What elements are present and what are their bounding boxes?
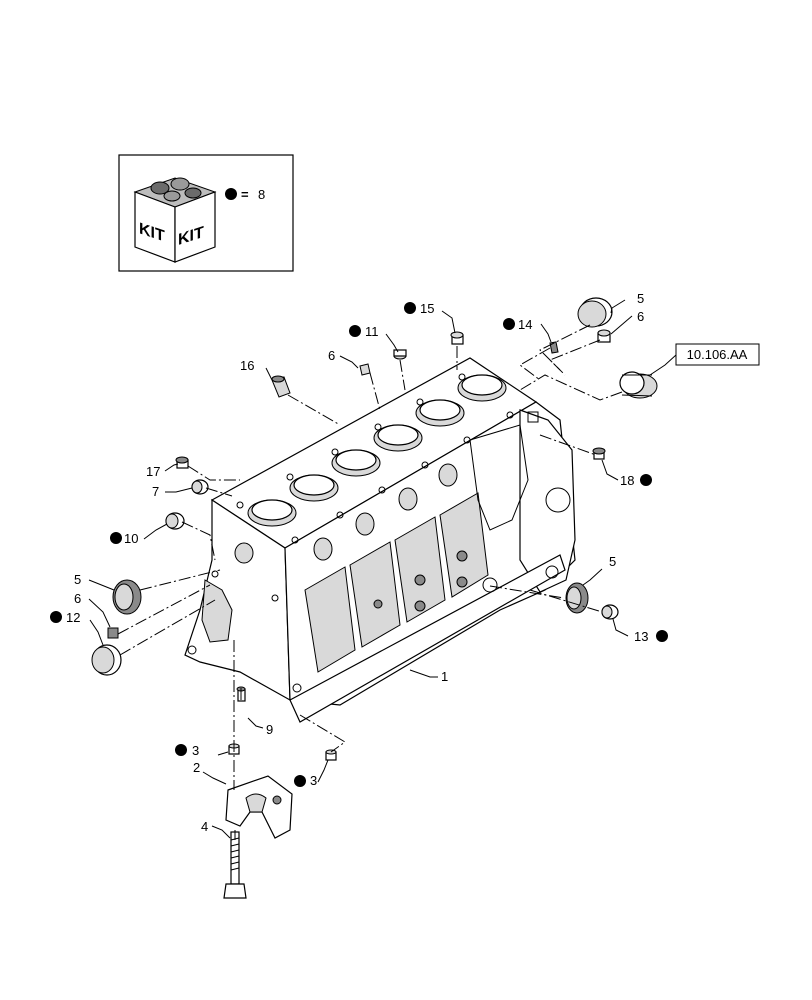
- crankcase-webs: [304, 492, 489, 673]
- block-pan-rail: [289, 554, 566, 723]
- rear-housing-details: [469, 411, 571, 593]
- kit-bullet-11: [349, 325, 361, 337]
- callout-10: 10: [124, 531, 138, 546]
- part-6-plug-top: [597, 329, 611, 343]
- callout-11: 11: [365, 324, 379, 339]
- part-11-sleeve: [393, 349, 407, 360]
- callout-4: 4: [201, 819, 208, 834]
- kit-bullet-icon: [225, 188, 237, 200]
- kit-bullet-14: [503, 318, 515, 330]
- callout-12: 12: [66, 610, 80, 625]
- kit-bullets: [50, 302, 668, 787]
- kit-bullet-12: [50, 611, 62, 623]
- callout-13: 13: [634, 629, 648, 644]
- part-17-plug: [175, 456, 189, 469]
- part-2-bearing-cap: [225, 775, 293, 839]
- bearing-sleeve: [619, 371, 658, 399]
- kit-bullet-3b: [294, 775, 306, 787]
- part-5-seal-right: [565, 582, 589, 614]
- part-7-ring: [191, 479, 209, 495]
- part-6-plug-left: [107, 627, 119, 639]
- callout-6-top: 6: [637, 309, 644, 324]
- part-14-pin: [549, 341, 559, 354]
- reference-leader: [649, 354, 677, 376]
- kit-bullet-15: [404, 302, 416, 314]
- callout-6-upper: 6: [328, 348, 335, 363]
- callout-16: 16: [240, 358, 254, 373]
- callout-14: 14: [518, 317, 532, 332]
- kit-bullet-13: [656, 630, 668, 642]
- callout-5-right: 5: [609, 554, 616, 569]
- reference-link[interactable]: 10.106.AA: [649, 343, 760, 376]
- callout-1: 1: [441, 669, 448, 684]
- part-13-ring: [601, 604, 619, 620]
- part-10-cap: [165, 512, 185, 530]
- assembly-lines: [117, 324, 623, 840]
- part-6-pin-upper: [359, 363, 371, 376]
- kit-bullet-10: [110, 532, 122, 544]
- part-5-seal-left: [112, 579, 142, 615]
- part-15-dowel: [450, 331, 464, 345]
- reference-label[interactable]: 10.106.AA: [687, 347, 748, 362]
- callout-5-top: 5: [637, 291, 644, 306]
- side-bores: [234, 463, 458, 564]
- kit-bullet-18: [640, 474, 652, 486]
- reference-box[interactable]: [675, 343, 760, 366]
- callout-labels: 1 2 3 3 4 5 5 5 6 6 6 7 9 10 11 12 13 14…: [66, 291, 648, 834]
- part-12-cap: [91, 644, 122, 676]
- callout-18: 18: [620, 473, 634, 488]
- callout-7: 7: [152, 484, 159, 499]
- callout-2: 2: [193, 760, 200, 775]
- callout-15: 15: [420, 301, 434, 316]
- cylinder-bores: [247, 374, 507, 527]
- leader-lines: [88, 299, 633, 839]
- part-5-cap-top: [577, 297, 613, 328]
- part-16-plug: [271, 375, 291, 398]
- kit-legend: KIT KIT = 8: [118, 154, 294, 272]
- kit-item-number: 8: [258, 187, 265, 202]
- kit-box-icon: KIT KIT: [133, 177, 217, 263]
- part-4-bolt: [223, 831, 247, 899]
- callout-3-lower: 3: [192, 743, 199, 758]
- part-18-plug: [592, 447, 606, 460]
- kit-bullet-3a: [175, 744, 187, 756]
- callout-17: 17: [146, 464, 160, 479]
- engine-block: [184, 357, 576, 723]
- callout-3-right: 3: [310, 773, 317, 788]
- callout-5-left: 5: [74, 572, 81, 587]
- callout-6-left: 6: [74, 591, 81, 606]
- block-rear-housing: [519, 409, 576, 593]
- front-face-details: [187, 570, 302, 693]
- kit-equals-sign: =: [241, 187, 249, 202]
- callout-9: 9: [266, 722, 273, 737]
